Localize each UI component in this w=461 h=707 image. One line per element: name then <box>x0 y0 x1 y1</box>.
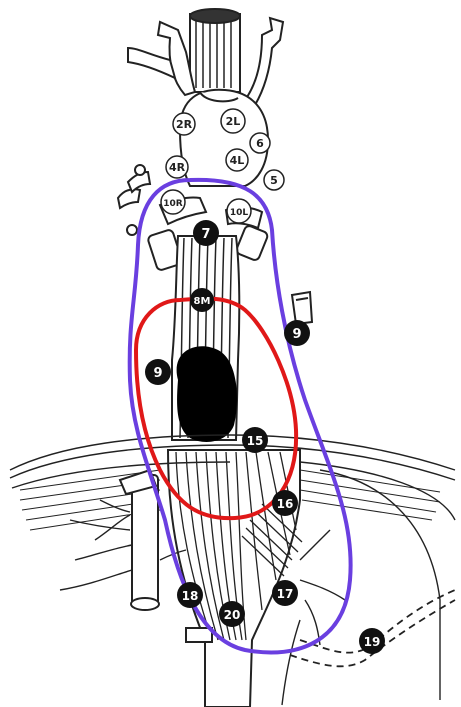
svg-text:2R: 2R <box>176 118 193 131</box>
svg-text:5: 5 <box>270 174 278 187</box>
station-17: 17 <box>272 580 298 606</box>
svg-text:7: 7 <box>201 227 210 242</box>
svg-text:20: 20 <box>224 608 241 622</box>
svg-text:4R: 4R <box>169 161 186 174</box>
svg-text:6: 6 <box>256 137 264 150</box>
station-5: 5 <box>264 170 284 190</box>
station-18: 18 <box>177 582 203 608</box>
station-10R: 10R <box>161 190 185 214</box>
station-7: 7 <box>193 220 219 246</box>
svg-text:8M: 8M <box>194 296 211 307</box>
svg-text:2L: 2L <box>226 115 241 128</box>
station-6: 6 <box>250 133 270 153</box>
station-8M: 8M <box>190 288 214 312</box>
svg-text:10L: 10L <box>230 208 249 218</box>
station-20: 20 <box>219 601 245 627</box>
svg-text:17: 17 <box>277 587 294 601</box>
station-2L: 2L <box>221 109 245 133</box>
tumor-mass <box>177 346 237 442</box>
station-9-right: 9 <box>145 359 171 385</box>
svg-text:4L: 4L <box>230 154 245 167</box>
station-9-left: 9 <box>284 320 310 346</box>
station-16: 16 <box>272 490 298 516</box>
svg-text:9: 9 <box>292 327 301 342</box>
station-10L: 10L <box>227 199 251 223</box>
svg-text:18: 18 <box>182 589 199 603</box>
svg-text:16: 16 <box>277 497 294 511</box>
station-19: 19 <box>359 628 385 654</box>
svg-text:19: 19 <box>364 635 381 649</box>
pulmonary-ligament-icon <box>292 292 312 324</box>
station-4L: 4L <box>226 149 248 171</box>
station-15: 15 <box>242 427 268 453</box>
svg-text:10R: 10R <box>163 199 183 209</box>
svg-text:15: 15 <box>247 434 264 448</box>
svg-text:9: 9 <box>153 366 162 381</box>
station-4R: 4R <box>166 156 188 178</box>
station-2R: 2R <box>173 113 195 135</box>
